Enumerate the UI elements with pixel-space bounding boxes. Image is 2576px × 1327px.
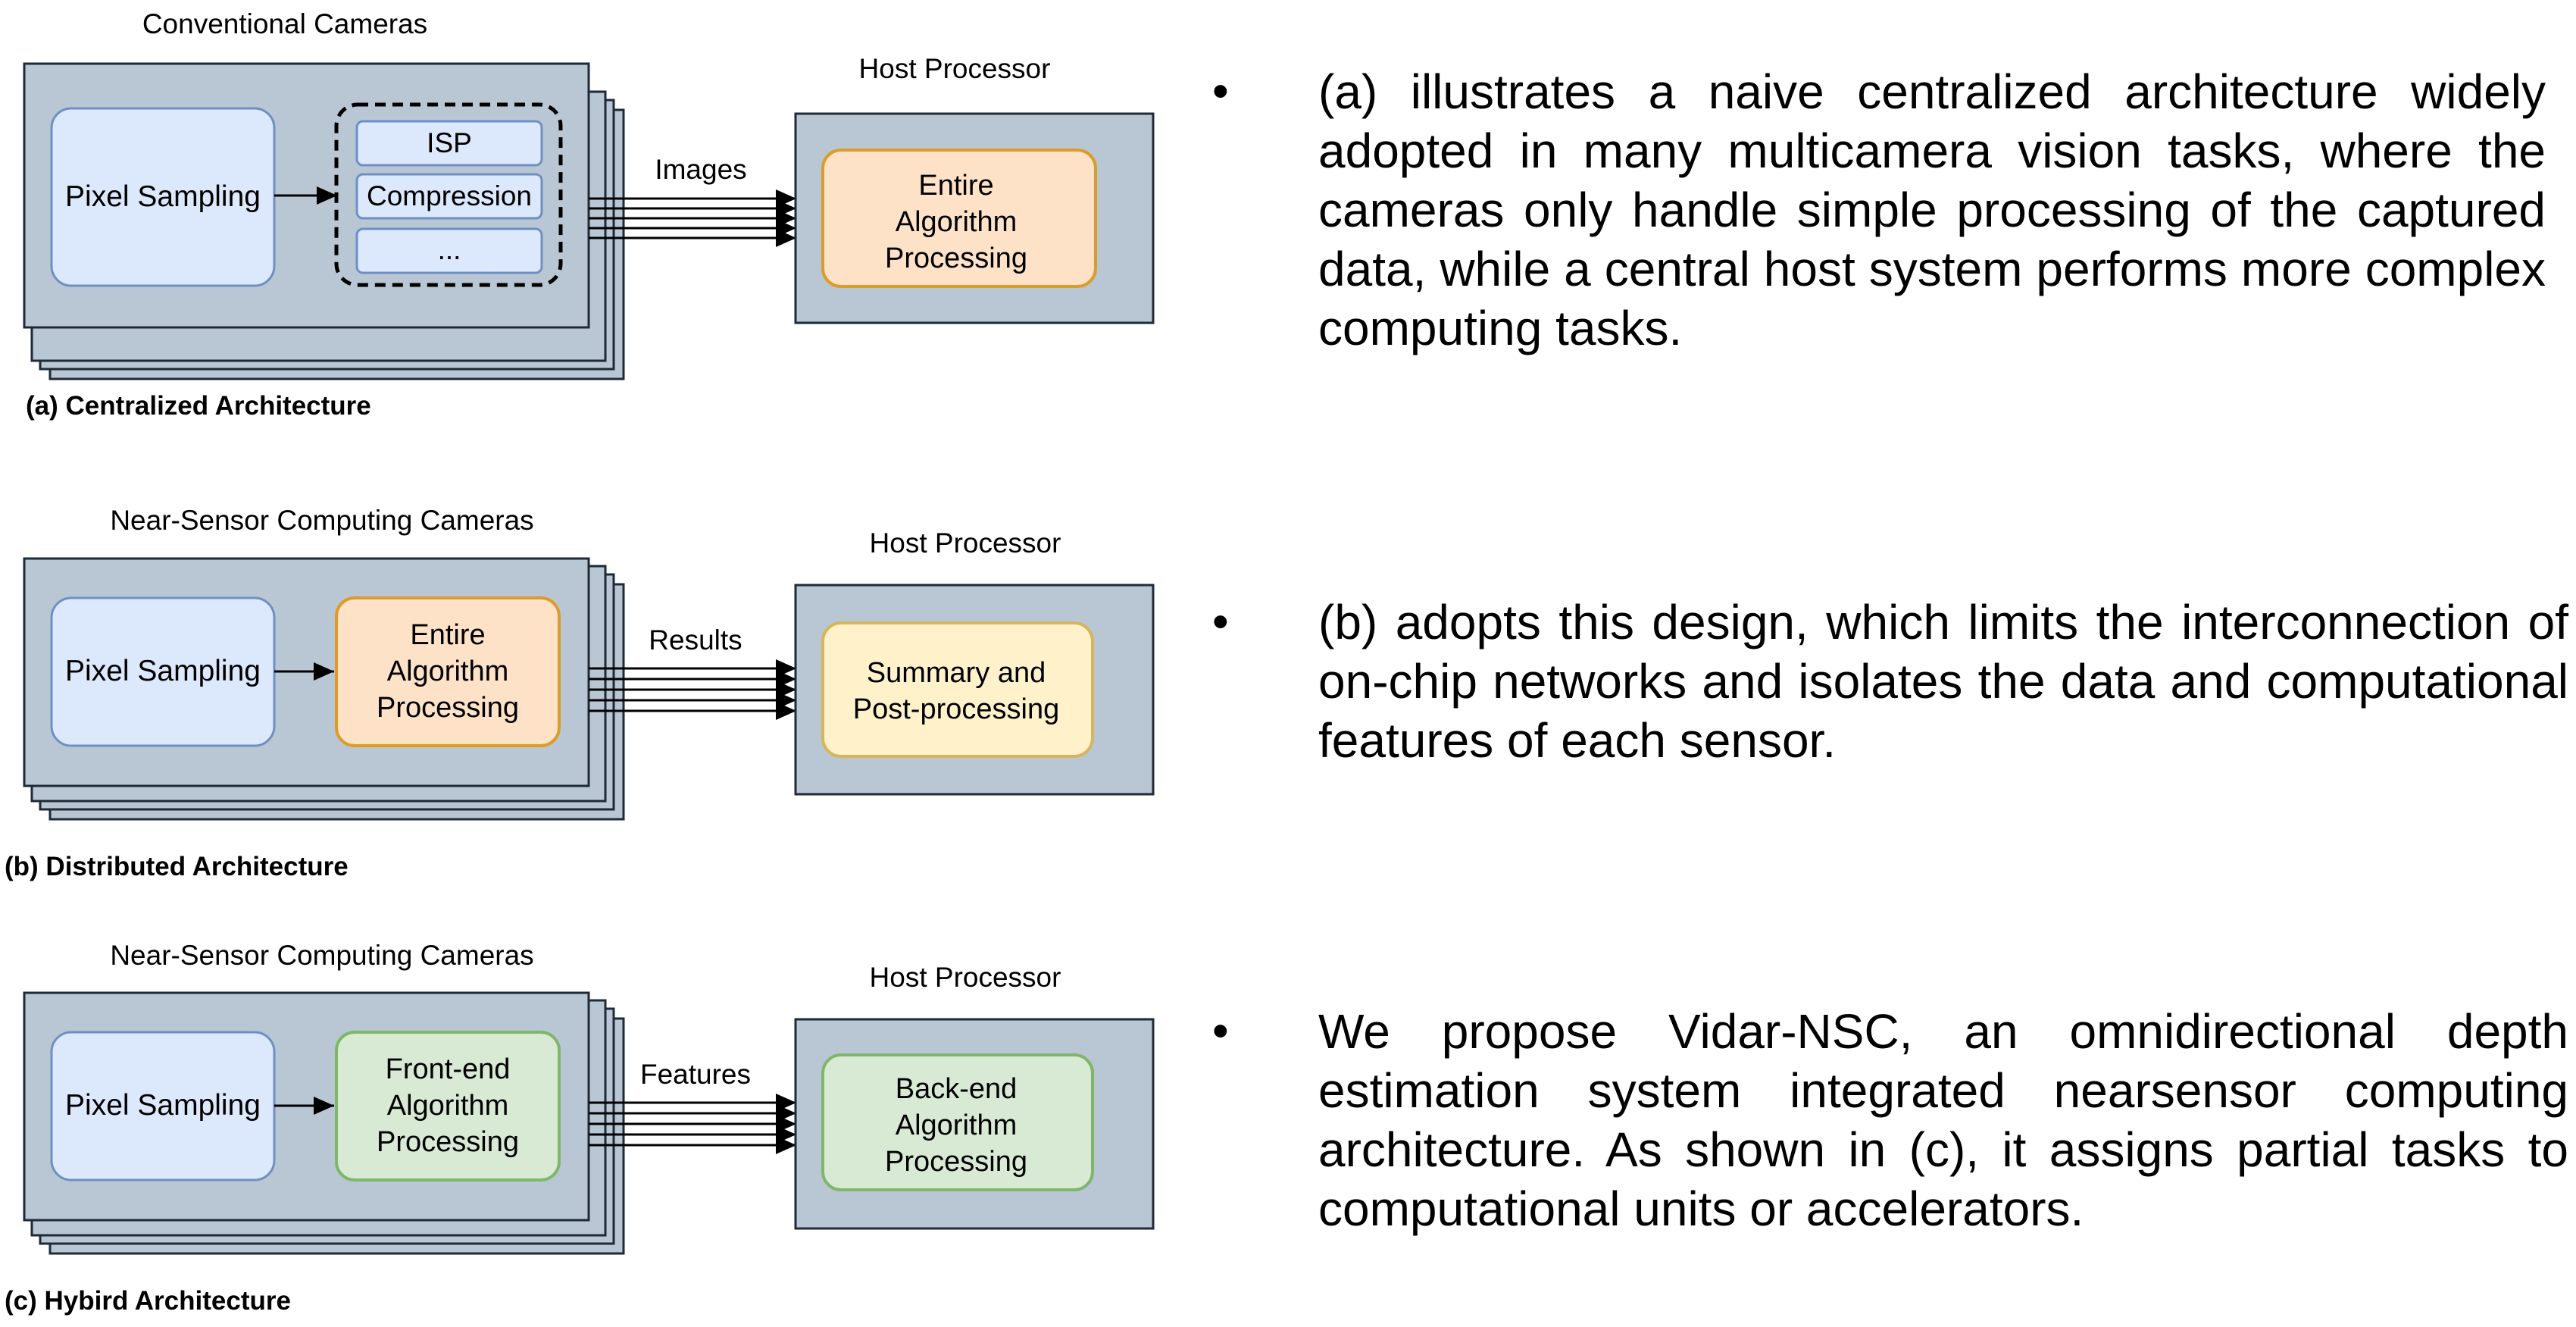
arrow-label-c: Features [640,1059,751,1090]
pixel-sampling-box-a [50,107,276,287]
bullet-marker: • [1212,596,1229,648]
pixel-sampling-label-b: Pixel Sampling [65,655,261,687]
host-task-line-2-b: Post-processing [853,693,1059,725]
caption-b: (b) Distributed Architecture [5,852,349,881]
panel-a: Conventional Cameras Pixel Sampling ISP … [23,8,1155,421]
host-task-line-3-c: Processing [885,1146,1027,1178]
host-task-box-b [821,621,1094,758]
host-task-line-1-a: Entire [918,170,993,202]
host-task-line-3-a: Processing [885,243,1027,274]
data-arrows-a [589,189,796,247]
caption-c: (c) Hybird Architecture [5,1286,291,1316]
data-arrows-b [589,659,796,720]
processing-box-c [335,1031,561,1181]
bullet-marker: • [1212,65,1229,117]
camera-title-a: Conventional Cameras [142,8,427,39]
processing-line-3-c: Processing [377,1126,519,1158]
processing-line-3-b: Processing [377,692,519,724]
compression-box [355,173,543,220]
caption-a: (a) Centralized Architecture [26,391,371,421]
arrow-label-a: Images [655,154,746,185]
bullet-text-a: (a) illustrates a naive centralized arch… [1318,64,2546,355]
host-title-b: Host Processor [870,527,1061,559]
ellipsis-box-a [355,227,543,274]
bullet-marker: • [1212,1005,1229,1057]
ellipsis-label-a: ... [438,234,461,265]
arrow-label-b: Results [649,624,742,656]
camera-title-c: Near-Sensor Computing Cameras [110,940,533,971]
camera-title-b: Near-Sensor Computing Cameras [110,505,533,536]
processing-group-a [334,102,563,287]
host-task-box-a [821,149,1097,288]
pixel-sampling-label-a: Pixel Sampling [65,180,261,213]
host-title-c: Host Processor [870,962,1061,993]
data-arrows-c [589,1094,796,1154]
processing-box-b [335,596,561,747]
bullet-text-b: (b) adopts this design, which limits the… [1318,595,2568,768]
host-task-line-1-b: Summary and [867,657,1046,689]
host-task-line-1-c: Back-end [896,1073,1018,1105]
isp-label: ISP [427,127,472,158]
processing-line-1-b: Entire [410,619,485,651]
processing-line-2-c: Algorithm [387,1090,509,1122]
bullet-text-c: We propose Vidar-NSC, an omnidirectional… [1318,1004,2568,1236]
panel-b: Near-Sensor Computing Cameras Pixel Samp… [5,505,1155,881]
compression-label: Compression [367,180,532,211]
pixel-sampling-label-c: Pixel Sampling [65,1089,261,1122]
architecture-diagram: Conventional Cameras Pixel Sampling ISP … [5,8,1155,1316]
processing-line-1-c: Front-end [386,1053,511,1085]
host-task-box-c [821,1053,1094,1191]
panel-c: Near-Sensor Computing Cameras Pixel Samp… [5,940,1155,1316]
bullet-list: • (a) illustrates a naive centralized ar… [1212,0,2568,1327]
processing-line-2-b: Algorithm [387,656,509,687]
host-task-line-2-a: Algorithm [896,206,1018,238]
isp-box [355,120,543,167]
host-title-a: Host Processor [859,53,1051,84]
host-task-line-2-c: Algorithm [896,1109,1018,1141]
